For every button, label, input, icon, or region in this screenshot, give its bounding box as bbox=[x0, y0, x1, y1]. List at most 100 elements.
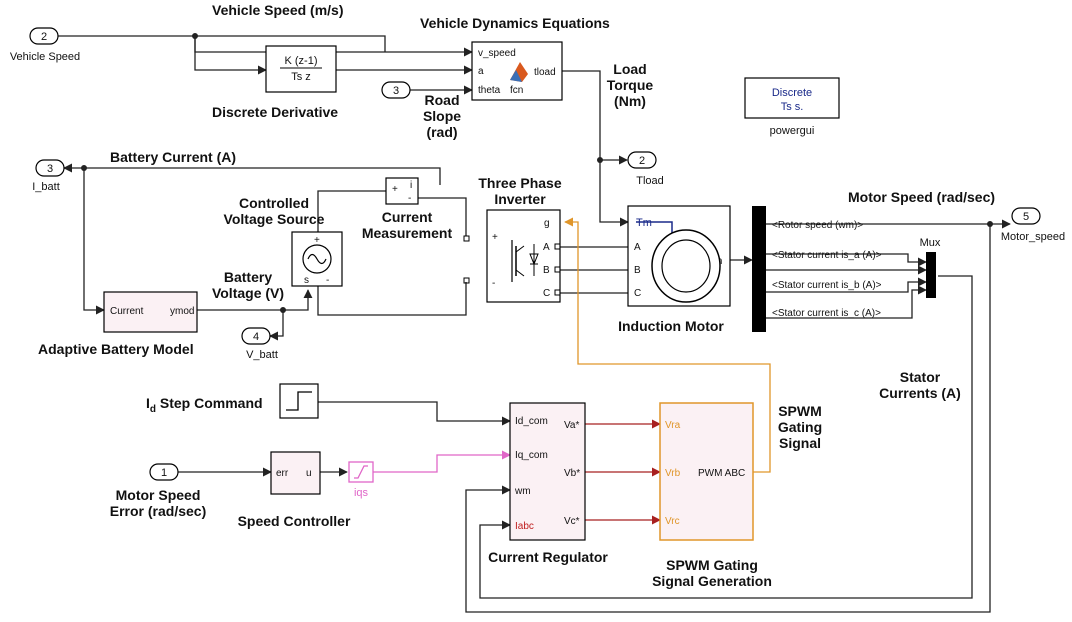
outport-3-number: 3 bbox=[47, 163, 53, 175]
id-step-block[interactable] bbox=[279, 383, 319, 419]
discrete-derivative-block[interactable]: K (z-1) Ts z bbox=[265, 45, 337, 93]
inv-b: B bbox=[543, 265, 550, 276]
cm-plus: + bbox=[392, 184, 398, 195]
sp-vra: Vra bbox=[665, 420, 681, 431]
label-load-3: (Nm) bbox=[614, 93, 646, 109]
vs-plus: + bbox=[314, 235, 320, 246]
pi-out-u: u bbox=[306, 468, 312, 479]
label-three-phase-2: Inverter bbox=[494, 191, 546, 207]
label-motor-speed-err-2: Error (rad/sec) bbox=[110, 503, 206, 519]
wires bbox=[58, 33, 1011, 613]
cr-id-com: Id_com bbox=[515, 416, 548, 427]
outport-2-number: 2 bbox=[639, 155, 645, 167]
label-id-step-sub: d bbox=[150, 404, 156, 415]
powergui-block[interactable]: Discrete Ts s. powergui bbox=[744, 77, 840, 137]
label-current-regulator: Current Regulator bbox=[488, 549, 608, 565]
label-road-1: Road bbox=[425, 92, 460, 108]
label-stator-2: Currents (A) bbox=[879, 385, 961, 401]
label-battery-voltage-2: Voltage (V) bbox=[212, 285, 284, 301]
vs-minus: - bbox=[326, 275, 329, 286]
bus-selector-block[interactable]: <Rotor speed (wm)> <Stator current is_a … bbox=[752, 206, 882, 332]
matlab-logo-icon bbox=[510, 62, 528, 82]
mux-block[interactable]: Mux bbox=[920, 237, 941, 298]
inv-minus: - bbox=[492, 278, 495, 289]
three-phase-inverter-block[interactable]: g + - A B C bbox=[463, 209, 561, 303]
bus-isa: <Stator current is_a (A)> bbox=[772, 250, 882, 261]
powergui-label: powergui bbox=[770, 125, 815, 137]
cr-vb: Vb* bbox=[564, 468, 580, 479]
outport-2[interactable]: 2 Tload bbox=[627, 151, 664, 187]
goto-iqs-block[interactable]: iqs bbox=[348, 461, 374, 499]
cr-vc: Vc* bbox=[564, 516, 580, 527]
label-id-step: Id Step Command bbox=[146, 395, 263, 415]
battery-out-ymod: ymod bbox=[170, 306, 194, 317]
goto-iqs-label: iqs bbox=[354, 487, 369, 499]
inport-1[interactable]: 1 bbox=[149, 463, 179, 481]
mux-label: Mux bbox=[920, 237, 941, 249]
label-vehicle-dynamics: Vehicle Dynamics Equations bbox=[420, 15, 610, 31]
derivative-numerator: K (z-1) bbox=[285, 55, 318, 67]
outport-5[interactable]: 5 Motor_speed bbox=[1001, 207, 1065, 243]
cr-iabc: Iabc bbox=[515, 521, 534, 532]
outport-2-name: Tload bbox=[636, 175, 664, 187]
label-id-step-rest: Step Command bbox=[156, 395, 263, 411]
derivative-denominator: Ts z bbox=[291, 71, 311, 83]
outport-5-name: Motor_speed bbox=[1001, 231, 1065, 243]
inport-2-number: 2 bbox=[41, 31, 47, 43]
cr-va: Va* bbox=[564, 420, 579, 431]
saturation-icon bbox=[354, 465, 368, 479]
outport-4-number: 4 bbox=[253, 331, 259, 343]
label-current-meas-2: Measurement bbox=[362, 225, 453, 241]
label-current-meas-1: Current bbox=[382, 209, 433, 225]
inport-2[interactable]: 2 Vehicle Speed bbox=[10, 27, 80, 63]
im-c: C bbox=[634, 288, 641, 299]
label-battery-voltage-1: Battery bbox=[224, 269, 272, 285]
induction-motor-block[interactable]: Tm A B C m bbox=[627, 205, 731, 307]
spwm-generation-block[interactable]: Vra Vrb Vrc PWM ABC bbox=[659, 402, 754, 541]
inport-3-number: 3 bbox=[393, 85, 399, 97]
outport-3-name: I_batt bbox=[32, 181, 60, 193]
battery-in-current: Current bbox=[110, 306, 144, 317]
label-stator-1: Stator bbox=[900, 369, 941, 385]
im-a: A bbox=[634, 242, 641, 253]
inv-g: g bbox=[544, 218, 550, 229]
sp-vrc: Vrc bbox=[665, 516, 680, 527]
sine-wave-icon bbox=[307, 253, 327, 265]
powergui-line1: Discrete bbox=[772, 87, 812, 99]
inport-1-number: 1 bbox=[161, 467, 167, 479]
label-spwm-gen-2: Signal Generation bbox=[652, 573, 772, 589]
inport-3[interactable]: 3 bbox=[381, 81, 411, 99]
label-spwm-gen-1: SPWM Gating bbox=[666, 557, 758, 573]
label-vehicle-speed: Vehicle Speed (m/s) bbox=[212, 2, 344, 18]
label-induction-motor: Induction Motor bbox=[618, 318, 724, 334]
controlled-voltage-source-block[interactable]: + s - bbox=[291, 231, 343, 287]
current-measurement-block[interactable]: + i - bbox=[385, 177, 419, 205]
outport-5-number: 5 bbox=[1023, 211, 1029, 223]
im-b: B bbox=[634, 265, 641, 276]
outport-3[interactable]: 3 I_batt bbox=[32, 159, 65, 193]
motor-rotor-icon bbox=[661, 239, 711, 293]
inv-plus: + bbox=[492, 232, 498, 243]
vehicle-dynamics-fcn-block[interactable]: v_speed a theta tload fcn bbox=[471, 41, 563, 101]
outport-4[interactable]: 4 V_batt bbox=[241, 327, 278, 361]
fcn-port-a: a bbox=[478, 66, 484, 77]
igbt-icon bbox=[511, 240, 539, 282]
cr-wm: wm bbox=[514, 486, 531, 497]
cr-iq-com: Iq_com bbox=[515, 450, 548, 461]
speed-controller-block[interactable]: err u bbox=[270, 451, 321, 495]
inv-c: C bbox=[543, 288, 550, 299]
adaptive-battery-block[interactable]: Current ymod bbox=[103, 291, 198, 333]
label-controlled-2: Voltage Source bbox=[224, 211, 325, 227]
label-motor-speed: Motor Speed (rad/sec) bbox=[848, 189, 995, 205]
label-load-1: Load bbox=[613, 61, 646, 77]
label-spwm-sig-2: Gating bbox=[778, 419, 822, 435]
label-road-3: (rad) bbox=[426, 124, 457, 140]
fcn-port-theta: theta bbox=[478, 85, 501, 96]
label-road-2: Slope bbox=[423, 108, 461, 124]
cm-i: i bbox=[410, 180, 412, 191]
current-regulator-block[interactable]: Id_com Iq_com wm Iabc Va* Vb* Vc* bbox=[509, 402, 586, 541]
label-adaptive-battery: Adaptive Battery Model bbox=[38, 341, 194, 357]
bus-isc: <Stator current is_c (A)> bbox=[772, 308, 881, 319]
cm-minus: - bbox=[408, 193, 411, 204]
